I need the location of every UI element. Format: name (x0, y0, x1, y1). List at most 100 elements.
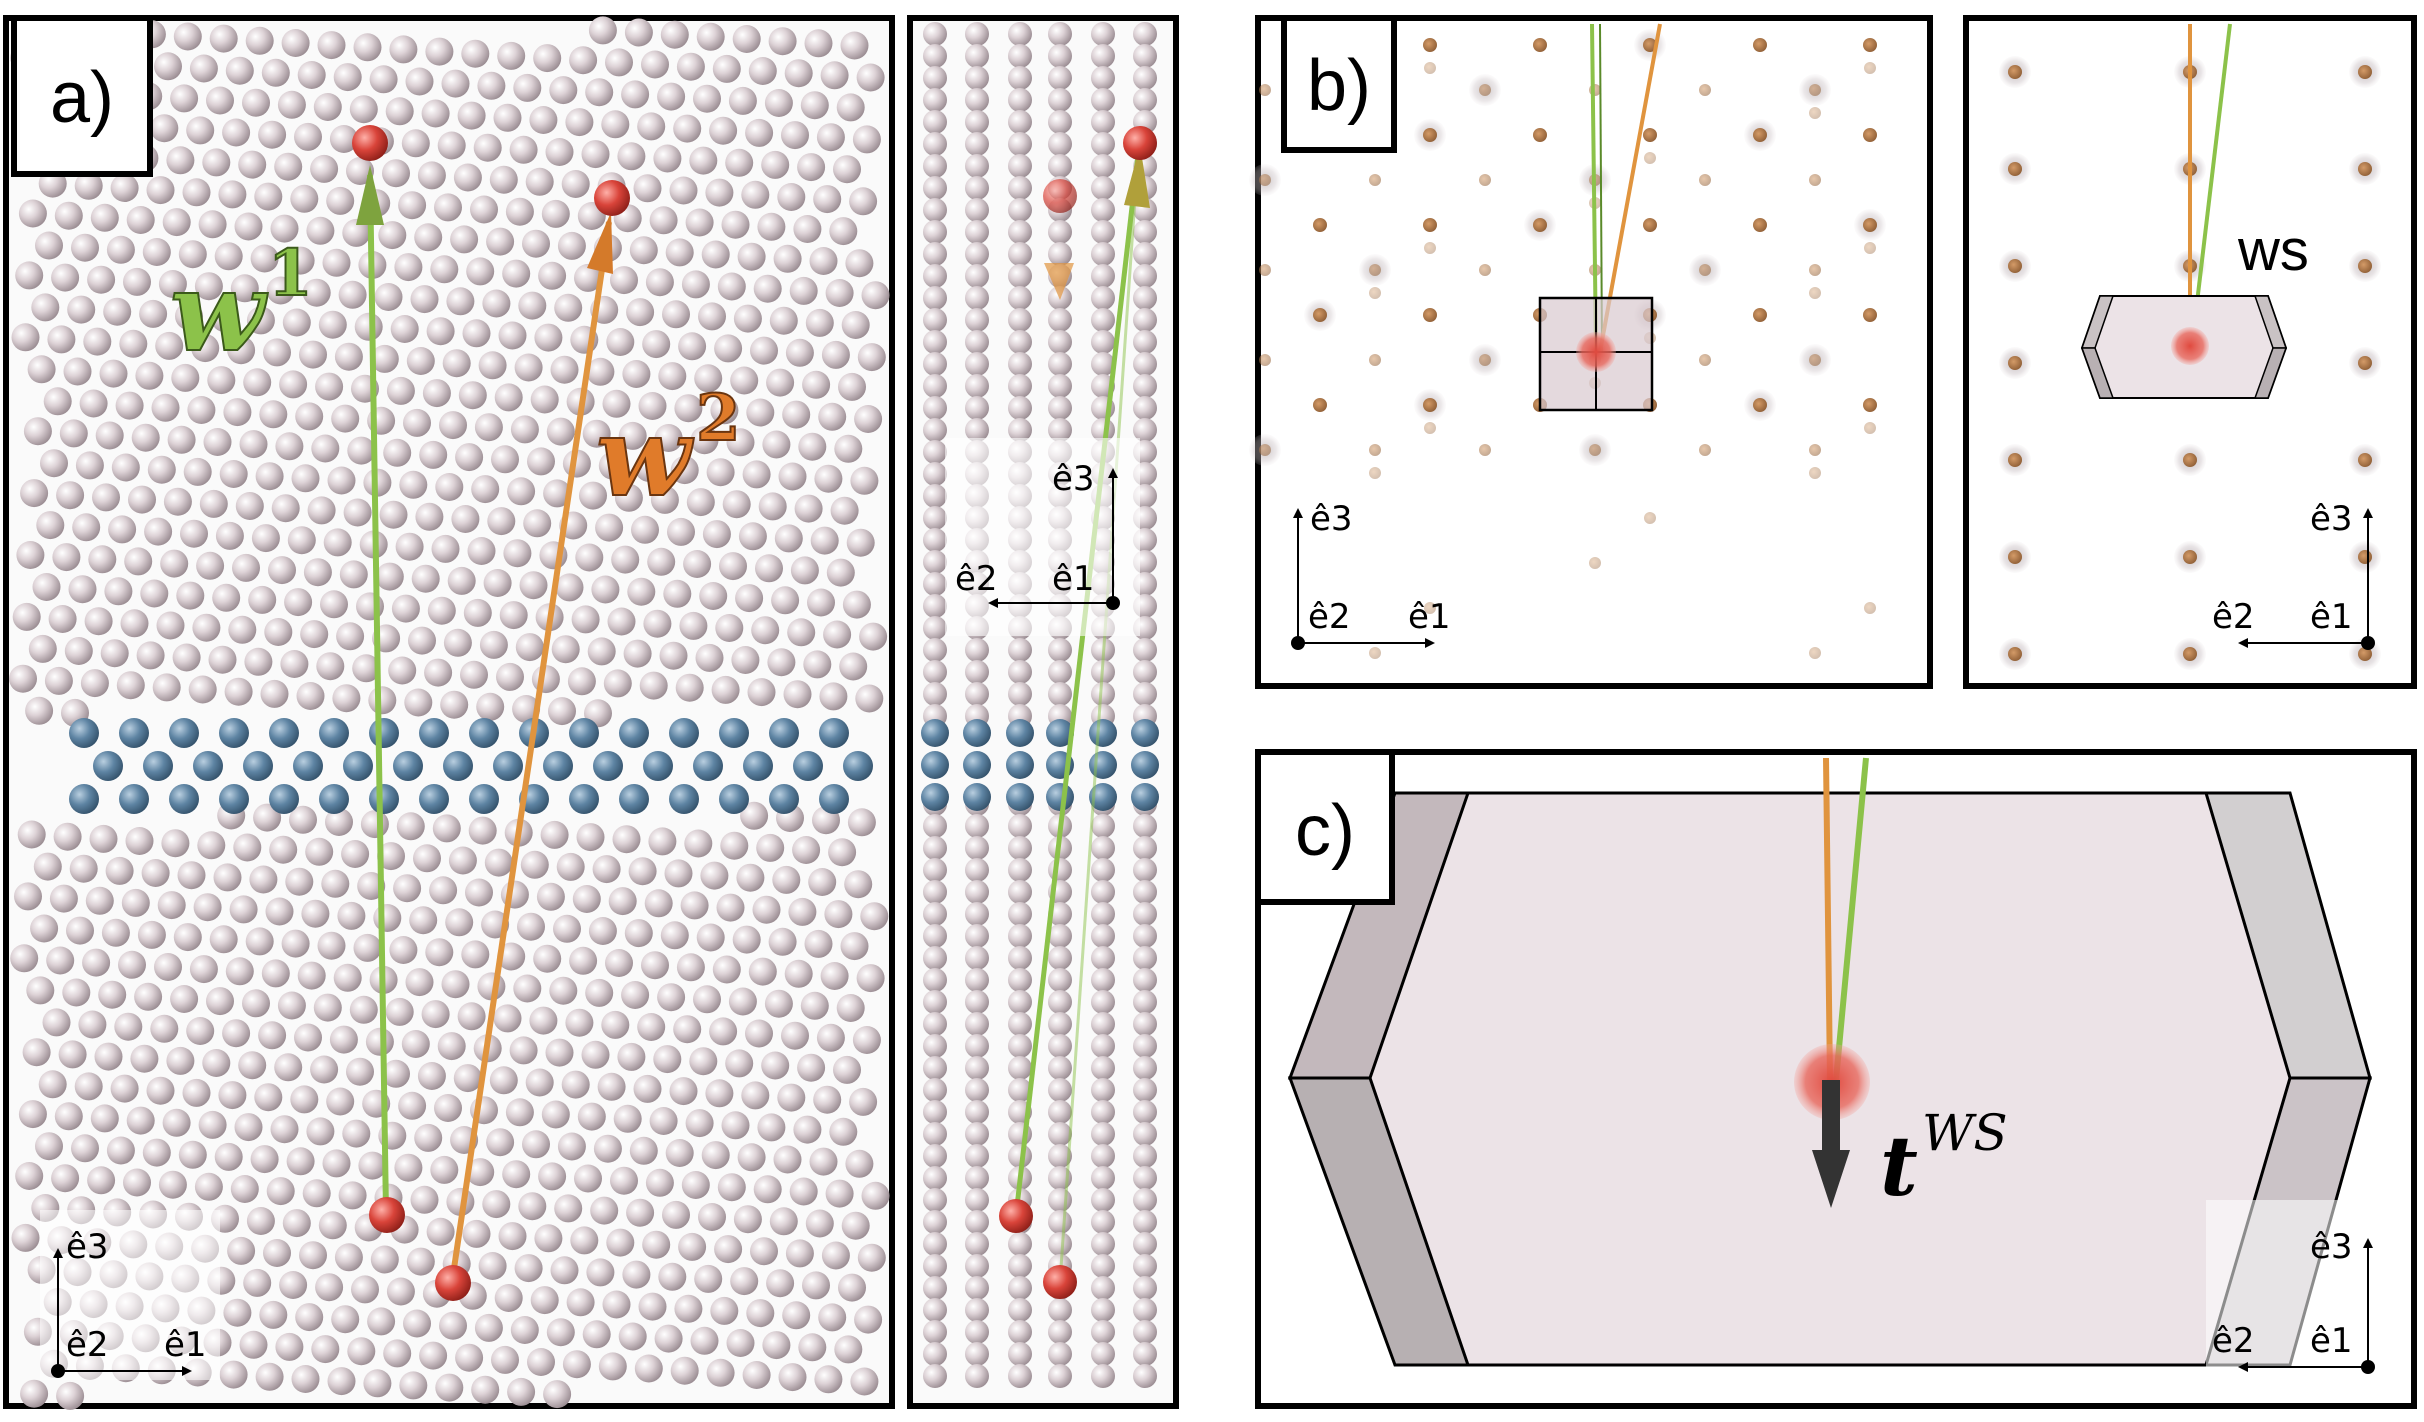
atom (613, 1104, 642, 1133)
atom (270, 214, 299, 243)
atom (650, 485, 679, 514)
atom (602, 1290, 631, 1319)
atom (657, 82, 686, 111)
atom (965, 374, 989, 398)
atom (332, 684, 361, 713)
atom (419, 440, 448, 469)
atom (923, 946, 947, 970)
atom (399, 470, 428, 499)
atom (255, 1362, 284, 1391)
atom (411, 564, 440, 593)
atom (923, 1320, 947, 1344)
atom (265, 897, 294, 926)
atom (645, 268, 674, 297)
atom (845, 249, 874, 278)
axis-e3-label: ê3 (66, 1227, 109, 1267)
atom (782, 1301, 811, 1330)
atom (74, 1072, 103, 1101)
atom (576, 823, 605, 852)
atom (294, 1023, 322, 1052)
atom (751, 616, 780, 645)
atom (266, 1177, 295, 1206)
atom (517, 912, 545, 941)
atom (1091, 66, 1115, 90)
atom (87, 1166, 116, 1195)
atom (1133, 330, 1157, 354)
atom (1048, 308, 1072, 332)
atom (1048, 902, 1072, 926)
atom (261, 58, 290, 87)
atom (1133, 374, 1157, 398)
interface-atom (193, 751, 223, 781)
atom (227, 336, 256, 365)
atom (1048, 660, 1072, 684)
atom (12, 602, 41, 631)
atom (740, 801, 769, 830)
atom (923, 176, 947, 200)
interface-atom (1089, 783, 1117, 811)
atom (123, 1168, 151, 1197)
interface-atom (143, 751, 173, 781)
atom (162, 208, 191, 237)
atom (439, 1311, 467, 1340)
atom (748, 957, 777, 986)
atom (778, 1363, 807, 1392)
atom (856, 63, 885, 92)
atom (69, 854, 98, 883)
atom (755, 554, 783, 583)
atom (496, 662, 524, 691)
interface-atom (443, 751, 473, 781)
atom (829, 217, 858, 246)
atom (805, 1209, 834, 1238)
atom (352, 654, 381, 683)
atom (1048, 858, 1072, 882)
atom (1008, 1254, 1032, 1278)
atom (116, 671, 145, 700)
atom (923, 660, 947, 684)
interface-atom (269, 718, 299, 748)
atom (702, 520, 731, 549)
atom (421, 1000, 450, 1029)
atom (850, 466, 879, 495)
atom (861, 281, 890, 310)
atom-highlight (1043, 179, 1077, 213)
atom (923, 374, 947, 398)
atom (373, 904, 402, 932)
atom (422, 379, 451, 408)
atom (1091, 1166, 1115, 1190)
atom (520, 850, 549, 879)
atom (649, 1107, 678, 1135)
atom (1133, 858, 1157, 882)
lattice-site (1479, 444, 1491, 456)
atom (965, 242, 989, 266)
atom (1091, 1122, 1115, 1146)
atom (518, 1192, 547, 1221)
atom (224, 677, 253, 706)
atom (1008, 132, 1032, 156)
atom (534, 1224, 563, 1253)
atom (414, 1123, 443, 1152)
atom (498, 1222, 527, 1251)
atom (753, 1175, 782, 1204)
atom (841, 311, 870, 339)
atom (10, 944, 39, 973)
atom (1008, 264, 1032, 288)
atom (502, 259, 531, 288)
atom (965, 682, 989, 706)
atom (187, 396, 216, 424)
atom (1091, 352, 1115, 376)
atom (923, 572, 947, 596)
atom (466, 257, 495, 286)
atom (121, 888, 150, 917)
atom (660, 20, 689, 49)
atom (1133, 22, 1157, 46)
atom (1008, 176, 1032, 200)
atom (125, 827, 154, 855)
atom (923, 924, 947, 948)
lattice-site (2358, 162, 2372, 176)
atom (453, 1064, 482, 1093)
atom (923, 198, 947, 222)
atom (518, 291, 547, 320)
atom (26, 976, 55, 1005)
atom (1133, 814, 1157, 838)
